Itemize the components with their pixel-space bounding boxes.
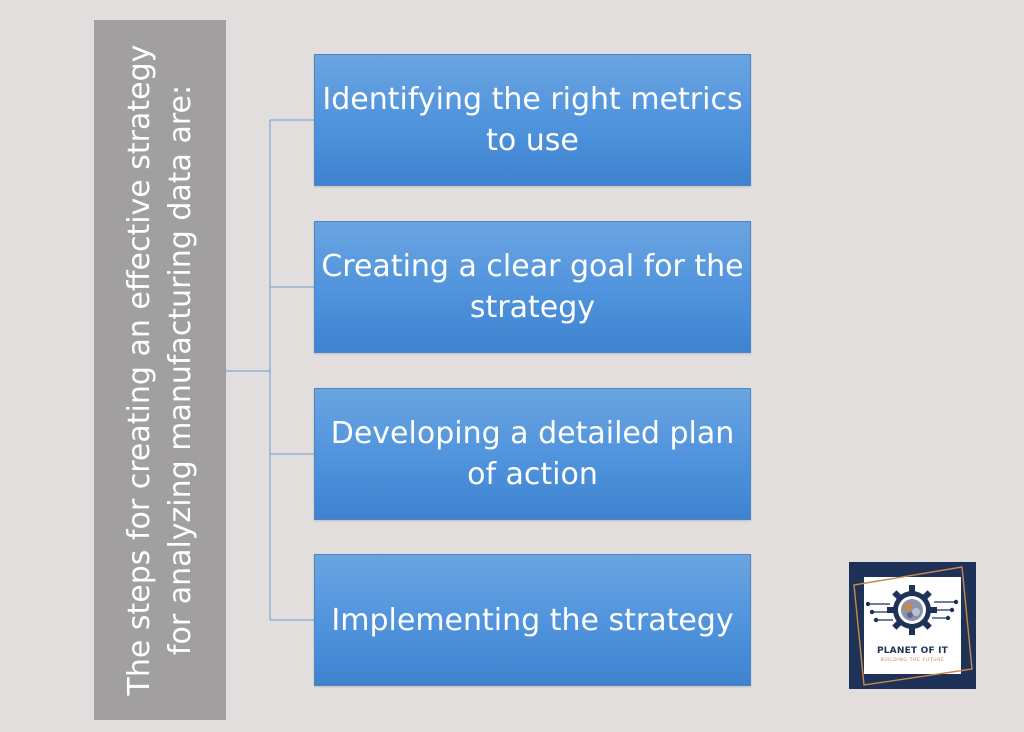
- step-node-1-label: Identifying the right metrics to use: [322, 82, 743, 158]
- step-node-4-label: Implementing the strategy: [331, 602, 734, 638]
- root-node: The steps for creating an effective stra…: [94, 20, 226, 720]
- logo-title: PLANET OF IT: [876, 646, 949, 656]
- step-node-3-label: Developing a detailed plan of action: [330, 416, 735, 492]
- gear-circuit-icon: [866, 585, 959, 635]
- step-node-1: Identifying the right metrics to use: [314, 54, 751, 186]
- step-node-2: Creating a clear goal for the strategy: [314, 221, 751, 353]
- logo-gold-frame-icon: [853, 566, 973, 686]
- step-node-3: Developing a detailed plan of action: [314, 388, 751, 520]
- logo-tagline: BUILDING THE FUTURE: [880, 658, 945, 663]
- step-node-4: Implementing the strategy: [314, 554, 751, 686]
- step-node-2-label: Creating a clear goal for the strategy: [321, 249, 744, 325]
